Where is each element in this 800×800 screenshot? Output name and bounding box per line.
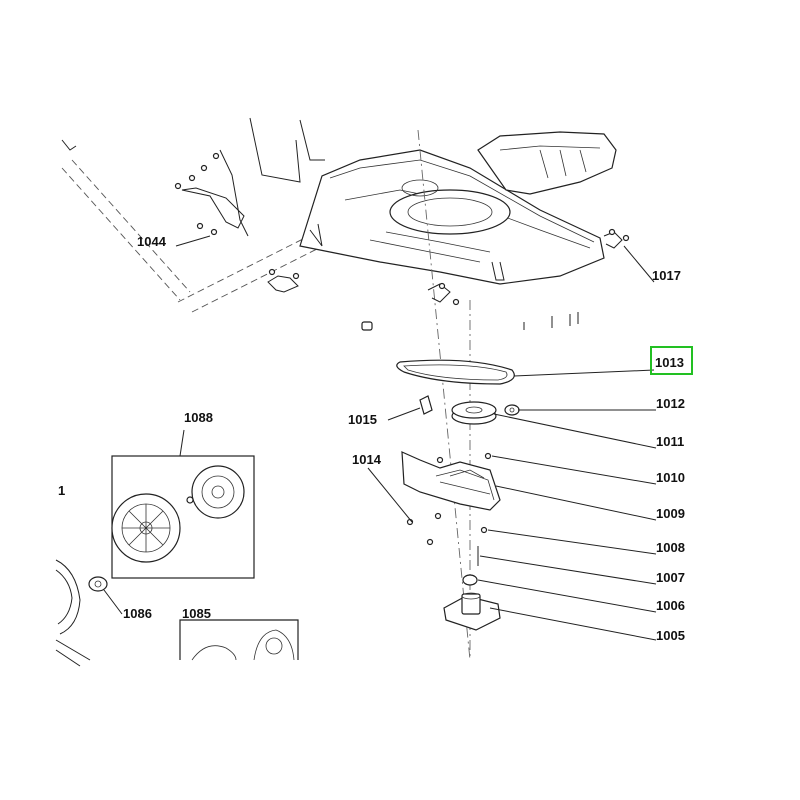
deck-fasteners (267, 228, 630, 331)
wheel-box-1085 (179, 619, 299, 661)
callout-1044[interactable]: 1044 (137, 234, 167, 249)
motor-cover (477, 131, 617, 195)
callout-1017[interactable]: 1017 (652, 268, 681, 283)
belt-guard (401, 451, 501, 546)
callout-1014[interactable]: 1014 (352, 452, 382, 467)
callout-1[interactable]: 1 (58, 483, 65, 498)
callout-1011[interactable]: 1011 (656, 434, 684, 449)
callout-1005[interactable]: 1005 (656, 628, 685, 643)
nut-1012 (504, 404, 520, 416)
leader-lines (103, 235, 657, 651)
callout-1086[interactable]: 1086 (123, 606, 152, 621)
center-axis-line (417, 129, 471, 661)
pulley-1011 (451, 401, 497, 425)
callout-1012[interactable]: 1012 (656, 396, 685, 411)
key-1015 (419, 395, 433, 415)
lower-left-fragments (55, 559, 108, 667)
callout-1013[interactable]: 1013 (655, 355, 684, 370)
callout-1088[interactable]: 1088 (184, 410, 213, 425)
highlight-box-1013 (650, 346, 693, 375)
callout-1009[interactable]: 1009 (656, 506, 685, 521)
callout-1085[interactable]: 1085 (182, 606, 211, 621)
callout-1008[interactable]: 1008 (656, 540, 685, 555)
callout-1010[interactable]: 1010 (656, 470, 685, 485)
callout-1007[interactable]: 1007 (656, 570, 685, 585)
callout-labels: 1044 1017 1013 1012 1015 1011 1014 1010 … (58, 234, 693, 643)
washer-1006 (462, 574, 478, 586)
mower-deck-housing (299, 149, 605, 285)
drive-belt (396, 359, 515, 385)
screws-1044 (174, 152, 220, 236)
callout-1015[interactable]: 1015 (348, 412, 377, 427)
wheel-box-1088 (111, 455, 255, 579)
bearing-housing-1005 (443, 592, 501, 631)
callout-1006[interactable]: 1006 (656, 598, 685, 613)
